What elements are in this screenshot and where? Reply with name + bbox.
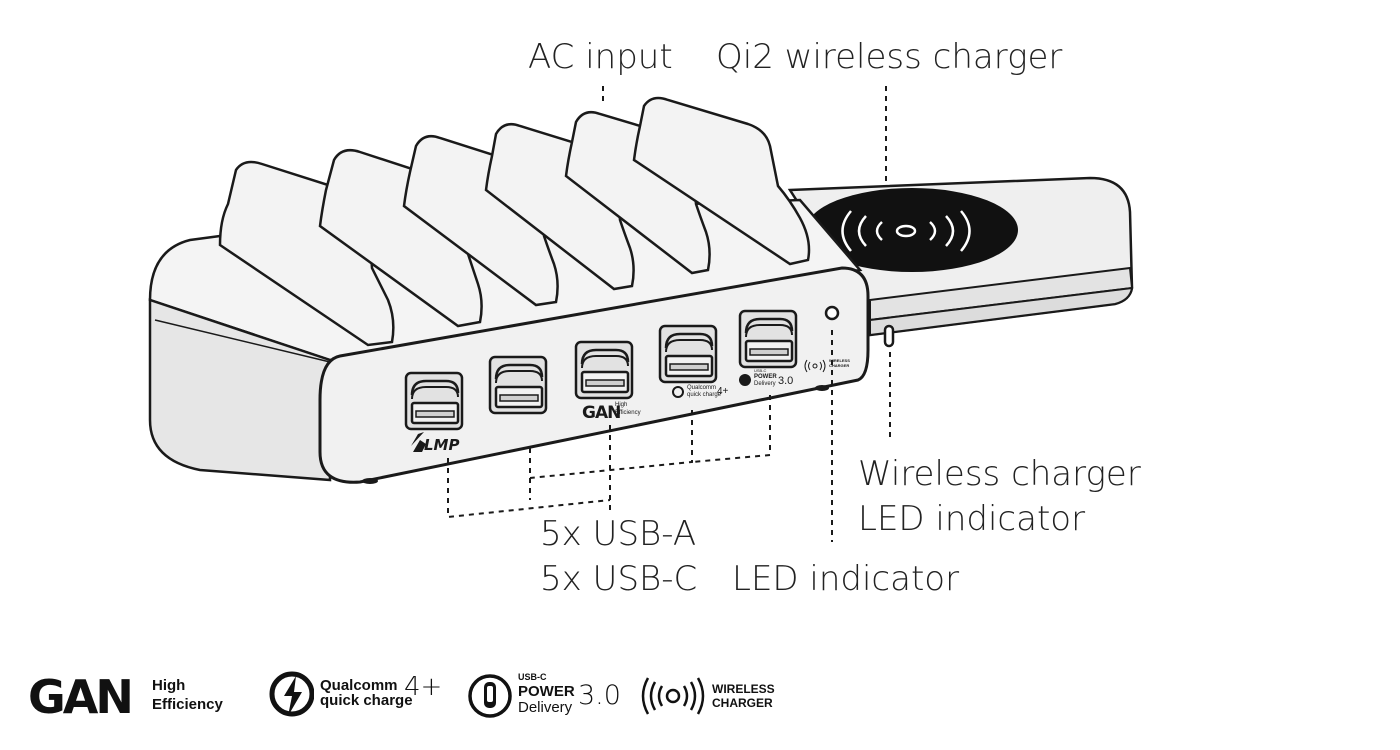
pd-delivery-text: Delivery [518, 699, 573, 716]
led-indicator-label: LED indicator [732, 559, 960, 599]
device-qc-ver: 4+ [717, 386, 729, 397]
device-qc-icon [672, 386, 684, 398]
device-wireless-2: CHARGER [829, 363, 849, 368]
device-qc-2: quick charge [687, 392, 722, 398]
lmp-runner-icon [411, 432, 426, 452]
usb-c-plug-icon [468, 674, 512, 718]
qc-version: 4+ [404, 672, 443, 702]
device-gan-sub-1: High [615, 402, 627, 408]
qc-line1: Qualcomm [320, 677, 398, 694]
leader-lines [447, 86, 891, 542]
qc-text: Qualcomm quick charge [320, 678, 413, 708]
gan-sub-text: High Efficiency [152, 676, 223, 714]
pd-power-text: POWER [518, 683, 575, 700]
qualcomm-quick-charge-logo: Qualcomm quick charge 4+ [268, 668, 468, 724]
qc-line2: quick charge [320, 692, 413, 709]
wireless-logo-line2: CHARGER [712, 696, 773, 710]
wireless-charger-module [787, 176, 1134, 348]
device-pd-small: USB-C [754, 368, 767, 373]
usb-a-label: 5x USB-A [540, 514, 697, 554]
device-pd-power: POWER [754, 374, 777, 380]
power-delivery-logo: USB-C POWER Delivery 3.0 [468, 668, 638, 724]
device-brand: LMP [424, 436, 459, 454]
wireless-waves-icon [641, 677, 705, 715]
device-wireless-1: WIRELESS [829, 358, 850, 363]
wireless-logo-line1: WIRELESS [712, 682, 775, 696]
quick-charge-bolt-icon [269, 671, 314, 717]
device-wireless-icon [804, 359, 826, 373]
gan-logo: GAN High Efficiency [28, 668, 238, 724]
device-pd-delivery: Delivery [754, 381, 776, 387]
usb-c-label: 5x USB-C [540, 559, 698, 599]
phone-dividers [218, 96, 811, 347]
ac-input-label: AC input [528, 37, 673, 77]
wireless-led-label-line2: LED indicator [858, 499, 1086, 539]
qi2-charging-pad [806, 188, 1018, 272]
device-pd-ver: 3.0 [778, 375, 793, 387]
wireless-logo-text: WIRELESS CHARGER [712, 682, 775, 710]
device-qc-1: Qualcomm [687, 385, 716, 391]
device-markings: LMP GAN High Efficiency Qualcomm quick c… [411, 358, 850, 454]
wireless-charger-led [883, 324, 895, 348]
gan-sub-line1: High [152, 677, 186, 694]
pd-small-text: USB-C [518, 672, 547, 682]
wireless-pad-waves-icon [841, 210, 971, 252]
wireless-charger-logo: WIRELESS CHARGER [640, 668, 808, 724]
gan-sub-line2: Efficiency [152, 696, 223, 713]
device-gan-sub-2: Efficiency [615, 410, 641, 416]
feature-logos-row: GAN High Efficiency Qualcomm quick charg… [28, 668, 808, 724]
device-pd-icon [739, 374, 751, 386]
pd-version: 3.0 [578, 680, 621, 711]
device-gan: GAN [582, 403, 620, 423]
gan-word: GAN [28, 670, 134, 724]
wireless-led-label-line1: Wireless charger [858, 454, 1141, 494]
led-indicator-dot [824, 305, 840, 321]
qi2-wireless-charger-label: Qi2 wireless charger [716, 37, 1063, 77]
